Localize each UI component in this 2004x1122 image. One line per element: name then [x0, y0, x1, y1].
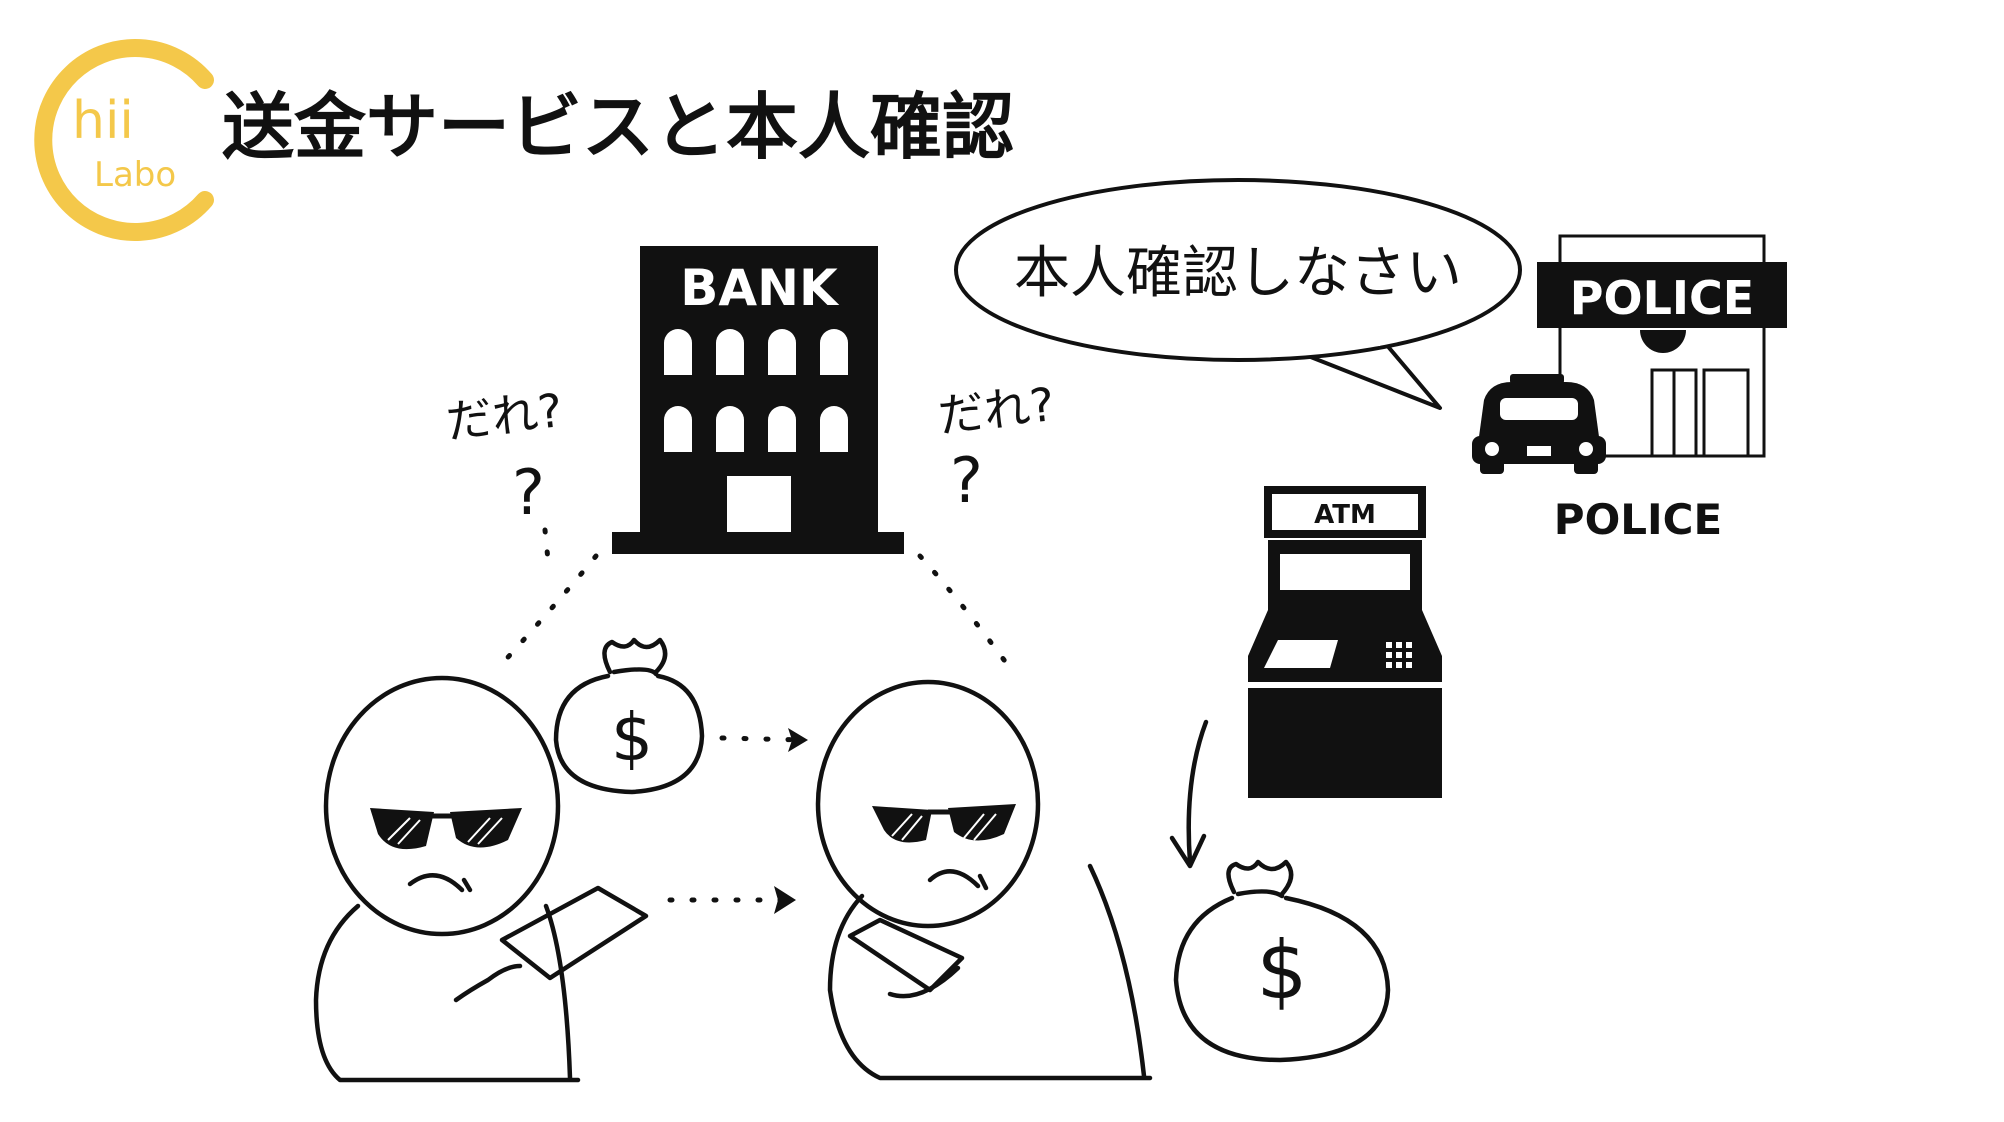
bank-building-icon: BANK — [612, 246, 904, 554]
bank-windows — [664, 329, 848, 532]
speech-bubble-body — [954, 178, 1522, 362]
page-title: 送金サービスと本人確認 — [222, 85, 1014, 169]
police-car-icon — [1472, 374, 1606, 474]
logo-c-arc — [34, 39, 214, 241]
dotted-line-left — [497, 553, 599, 669]
dotted-line-left-upper — [542, 527, 551, 563]
police-sign: POLICE — [1570, 271, 1754, 325]
question-left-text: だれ? — [444, 383, 565, 449]
speech-bubble: 本人確認しなさい — [954, 178, 1522, 410]
bank-label: BANK — [680, 259, 840, 317]
money-bag-left-symbol: $ — [611, 699, 653, 776]
person-left — [313, 675, 649, 1083]
question-right-mark: ? — [950, 444, 983, 517]
question-left-mark: ? — [512, 456, 545, 529]
sunglasses-icon — [872, 804, 1016, 843]
atm-label: ATM — [1314, 500, 1376, 530]
sunglasses-icon — [370, 808, 522, 850]
dotted-line-right — [917, 553, 1013, 671]
money-bag-right: $ — [1173, 859, 1391, 1063]
speech-bubble-text: 本人確認しなさい — [1014, 241, 1462, 306]
atm-withdraw-arrow — [1169, 719, 1209, 869]
money-bag-left: $ — [553, 637, 705, 795]
person-left-head — [323, 675, 561, 937]
transfer-arrow-money — [719, 728, 808, 752]
logo-sub: Labo — [94, 155, 176, 195]
logo-initial: hii — [72, 91, 134, 151]
chii-labo-logo: hii Labo — [34, 39, 214, 241]
smartphone-icon — [847, 917, 965, 993]
person-right-head — [815, 679, 1041, 929]
transfer-arrow-phone — [667, 886, 796, 914]
person-right — [815, 679, 1153, 1081]
police-caption: POLICE — [1554, 495, 1722, 544]
money-bag-right-symbol: $ — [1257, 924, 1308, 1017]
question-left: だれ? ? — [444, 383, 565, 529]
question-right: だれ? ? — [936, 377, 1057, 517]
question-right-text: だれ? — [936, 377, 1057, 443]
atm-icon: ATM — [1248, 486, 1442, 798]
smartphone-icon — [499, 885, 649, 981]
